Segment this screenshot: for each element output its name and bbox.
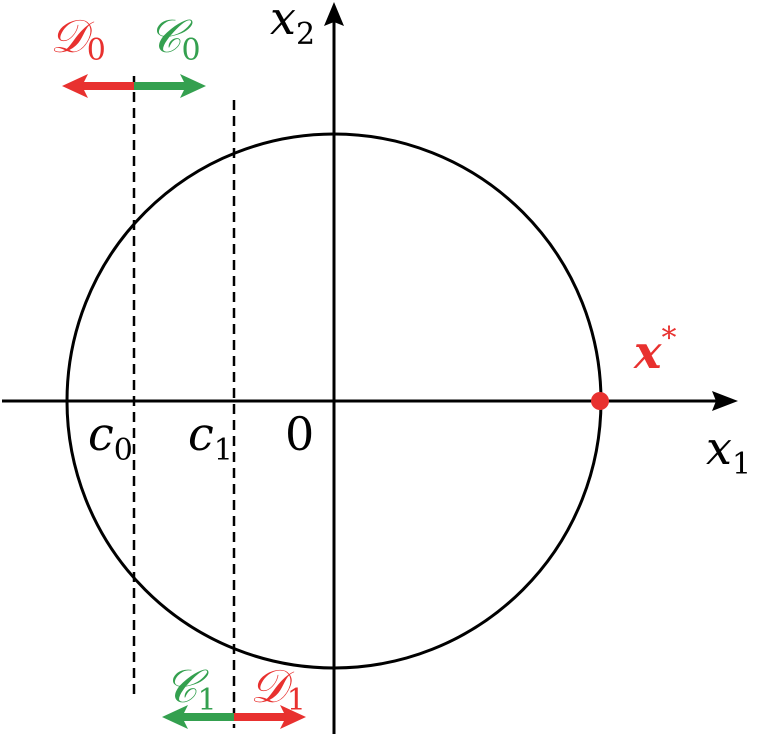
c1-arrowhead: [162, 705, 188, 729]
d0-arrowhead: [62, 74, 88, 98]
c0-region-label: 𝒞0: [148, 9, 201, 68]
x2-axis: [324, 2, 344, 734]
c1-region-label: 𝒞1: [164, 659, 217, 718]
top-region-arrows: [62, 74, 206, 98]
x2-axis-arrowhead: [324, 2, 344, 26]
optimum-label: x*: [633, 321, 676, 379]
d1-arrowhead: [280, 705, 306, 729]
x2-axis-label: x2: [270, 0, 315, 52]
c0-arrowhead: [180, 74, 206, 98]
c0-label: c0: [88, 407, 133, 468]
optimum-point: [591, 392, 609, 410]
bottom-region-arrows: [162, 705, 306, 729]
d0-label: 𝒟0: [50, 9, 106, 68]
x1-axis-label: x1: [706, 421, 751, 482]
x1-axis-arrowhead: [712, 391, 738, 411]
c1-label: c1: [188, 407, 233, 468]
origin-label: 0: [285, 407, 314, 461]
d1-label: 𝒟1: [250, 659, 306, 718]
